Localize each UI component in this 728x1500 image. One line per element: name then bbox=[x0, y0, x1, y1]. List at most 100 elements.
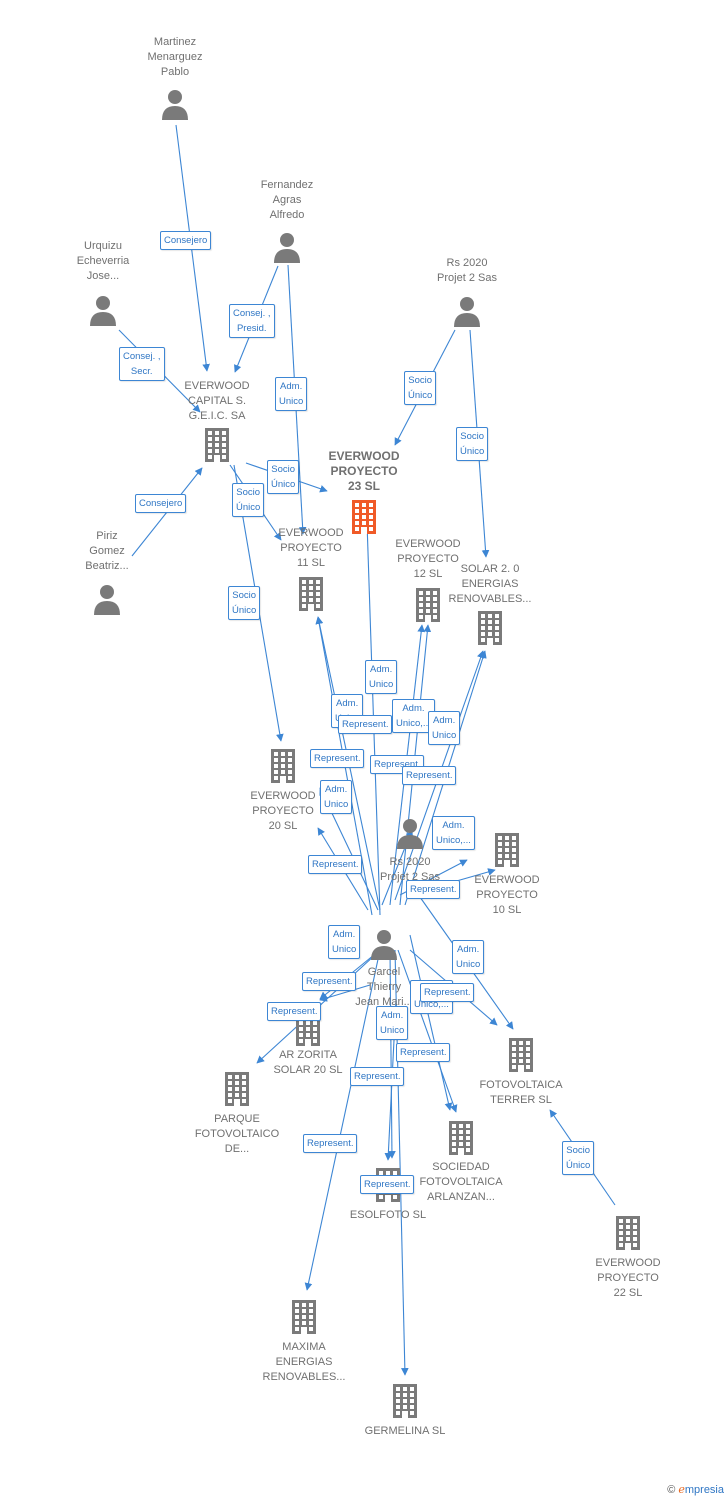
edge-line bbox=[319, 984, 371, 1002]
node-label-line: PROYECTO bbox=[476, 889, 538, 901]
relationship-label-line: Único bbox=[236, 502, 261, 513]
relationship-label-line: Adm. bbox=[370, 664, 393, 675]
node-label-esolfoto[interactable]: ESOLFOTO SL bbox=[333, 1208, 443, 1223]
node-label-line: EVERWOOD bbox=[184, 380, 250, 392]
edge-line bbox=[388, 949, 396, 1159]
relationship-label-line: Único bbox=[460, 446, 485, 457]
relationship-label-line: Unico,... bbox=[436, 835, 471, 846]
relationship-label-line: Consej. , bbox=[233, 308, 271, 319]
node-label-line: EVERWOOD bbox=[474, 874, 540, 886]
node-label-line: ENERGIAS bbox=[461, 578, 519, 590]
person-icon[interactable] bbox=[390, 815, 430, 855]
relationship-label-line: Represent. bbox=[410, 884, 457, 895]
person-icon[interactable] bbox=[87, 581, 127, 621]
relationship-label-line: Socio bbox=[408, 375, 433, 386]
company-building-icon[interactable] bbox=[501, 1035, 541, 1075]
company-building-icon[interactable] bbox=[470, 608, 510, 648]
relationship-label: Adm.Unico bbox=[320, 780, 353, 814]
node-label-line: ESOLFOTO SL bbox=[349, 1209, 427, 1221]
person-icon[interactable] bbox=[447, 293, 487, 333]
person-icon[interactable] bbox=[364, 926, 404, 966]
relationship-label: Represent. bbox=[402, 766, 457, 785]
relationship-label-line: Adm. bbox=[381, 1010, 404, 1021]
relationship-label-line: Unico,... bbox=[396, 718, 431, 729]
company-building-icon[interactable] bbox=[385, 1381, 425, 1421]
node-label-line: Jose... bbox=[86, 270, 120, 282]
company-building-icon[interactable] bbox=[344, 497, 384, 537]
edge-line bbox=[409, 934, 453, 1111]
company-building-icon[interactable] bbox=[291, 574, 331, 614]
node-label-line: 11 SL bbox=[297, 557, 325, 569]
relationship-label-line: Único bbox=[566, 1160, 591, 1171]
company-building-icon[interactable] bbox=[217, 1069, 257, 1109]
node-label-line: ENERGIAS bbox=[275, 1356, 333, 1368]
relationship-label: Represent. bbox=[420, 983, 475, 1002]
node-label-line: PROYECTO bbox=[397, 553, 459, 565]
relationship-label-line: Presid. bbox=[236, 323, 267, 334]
person-icon[interactable] bbox=[267, 229, 307, 269]
company-building-icon[interactable] bbox=[197, 425, 237, 465]
company-building-icon[interactable] bbox=[608, 1213, 648, 1253]
company-building-icon[interactable] bbox=[263, 746, 303, 786]
node-label-line: Beatriz... bbox=[85, 560, 129, 572]
company-building-icon[interactable] bbox=[284, 1297, 324, 1337]
person-icon[interactable] bbox=[83, 292, 123, 332]
node-label-line: RENOVABLES... bbox=[262, 1371, 346, 1383]
relationship-label-line: Adm. bbox=[336, 698, 359, 709]
relationship-label: Represent. bbox=[406, 880, 461, 899]
relationship-label-line: Único bbox=[271, 479, 296, 490]
node-label-line: Jean Mari... bbox=[355, 996, 413, 1008]
node-label-line: 22 SL bbox=[613, 1287, 643, 1299]
node-label-line: GERMELINA SL bbox=[364, 1425, 446, 1437]
relationship-label-line: Socio bbox=[566, 1145, 591, 1156]
node-label-germelina[interactable]: GERMELINA SL bbox=[350, 1424, 460, 1439]
person-icon[interactable] bbox=[155, 86, 195, 126]
node-label-line: Agras bbox=[272, 194, 302, 206]
node-label-line: Garcel bbox=[367, 966, 401, 978]
relationship-label: Consej. , Presid. bbox=[229, 304, 275, 338]
relationship-label: Represent. bbox=[396, 1043, 451, 1062]
relationship-label-line: Secr. bbox=[130, 366, 153, 377]
company-building-icon[interactable] bbox=[487, 830, 527, 870]
relationship-label-line: Represent. bbox=[314, 753, 361, 764]
company-building-icon[interactable] bbox=[441, 1118, 481, 1158]
node-label-line: EVERWOOD bbox=[278, 527, 344, 539]
node-label-line: EVERWOOD bbox=[328, 449, 400, 463]
relationship-label: Represent. bbox=[360, 1175, 415, 1194]
relationship-label-line: Adm. bbox=[280, 381, 303, 392]
relationship-label-line: Socio bbox=[236, 487, 261, 498]
relationship-label: Represent. bbox=[338, 715, 393, 734]
relationship-label: Adm.Unico bbox=[328, 925, 361, 959]
relationship-label-line: Represent. bbox=[406, 770, 453, 781]
node-label-line: PROYECTO bbox=[252, 805, 314, 817]
relationship-label-line: Adm. bbox=[433, 715, 456, 726]
node-label-line: Rs 2020 bbox=[389, 856, 431, 868]
company-building-icon[interactable] bbox=[408, 585, 448, 625]
node-label-line: AR ZORITA bbox=[279, 1049, 337, 1061]
relationship-label-line: Socio bbox=[232, 590, 257, 601]
node-label-line: EVERWOOD bbox=[595, 1257, 661, 1269]
relationship-label-line: Adm. bbox=[457, 944, 480, 955]
relationship-label-line: Socio bbox=[460, 431, 485, 442]
